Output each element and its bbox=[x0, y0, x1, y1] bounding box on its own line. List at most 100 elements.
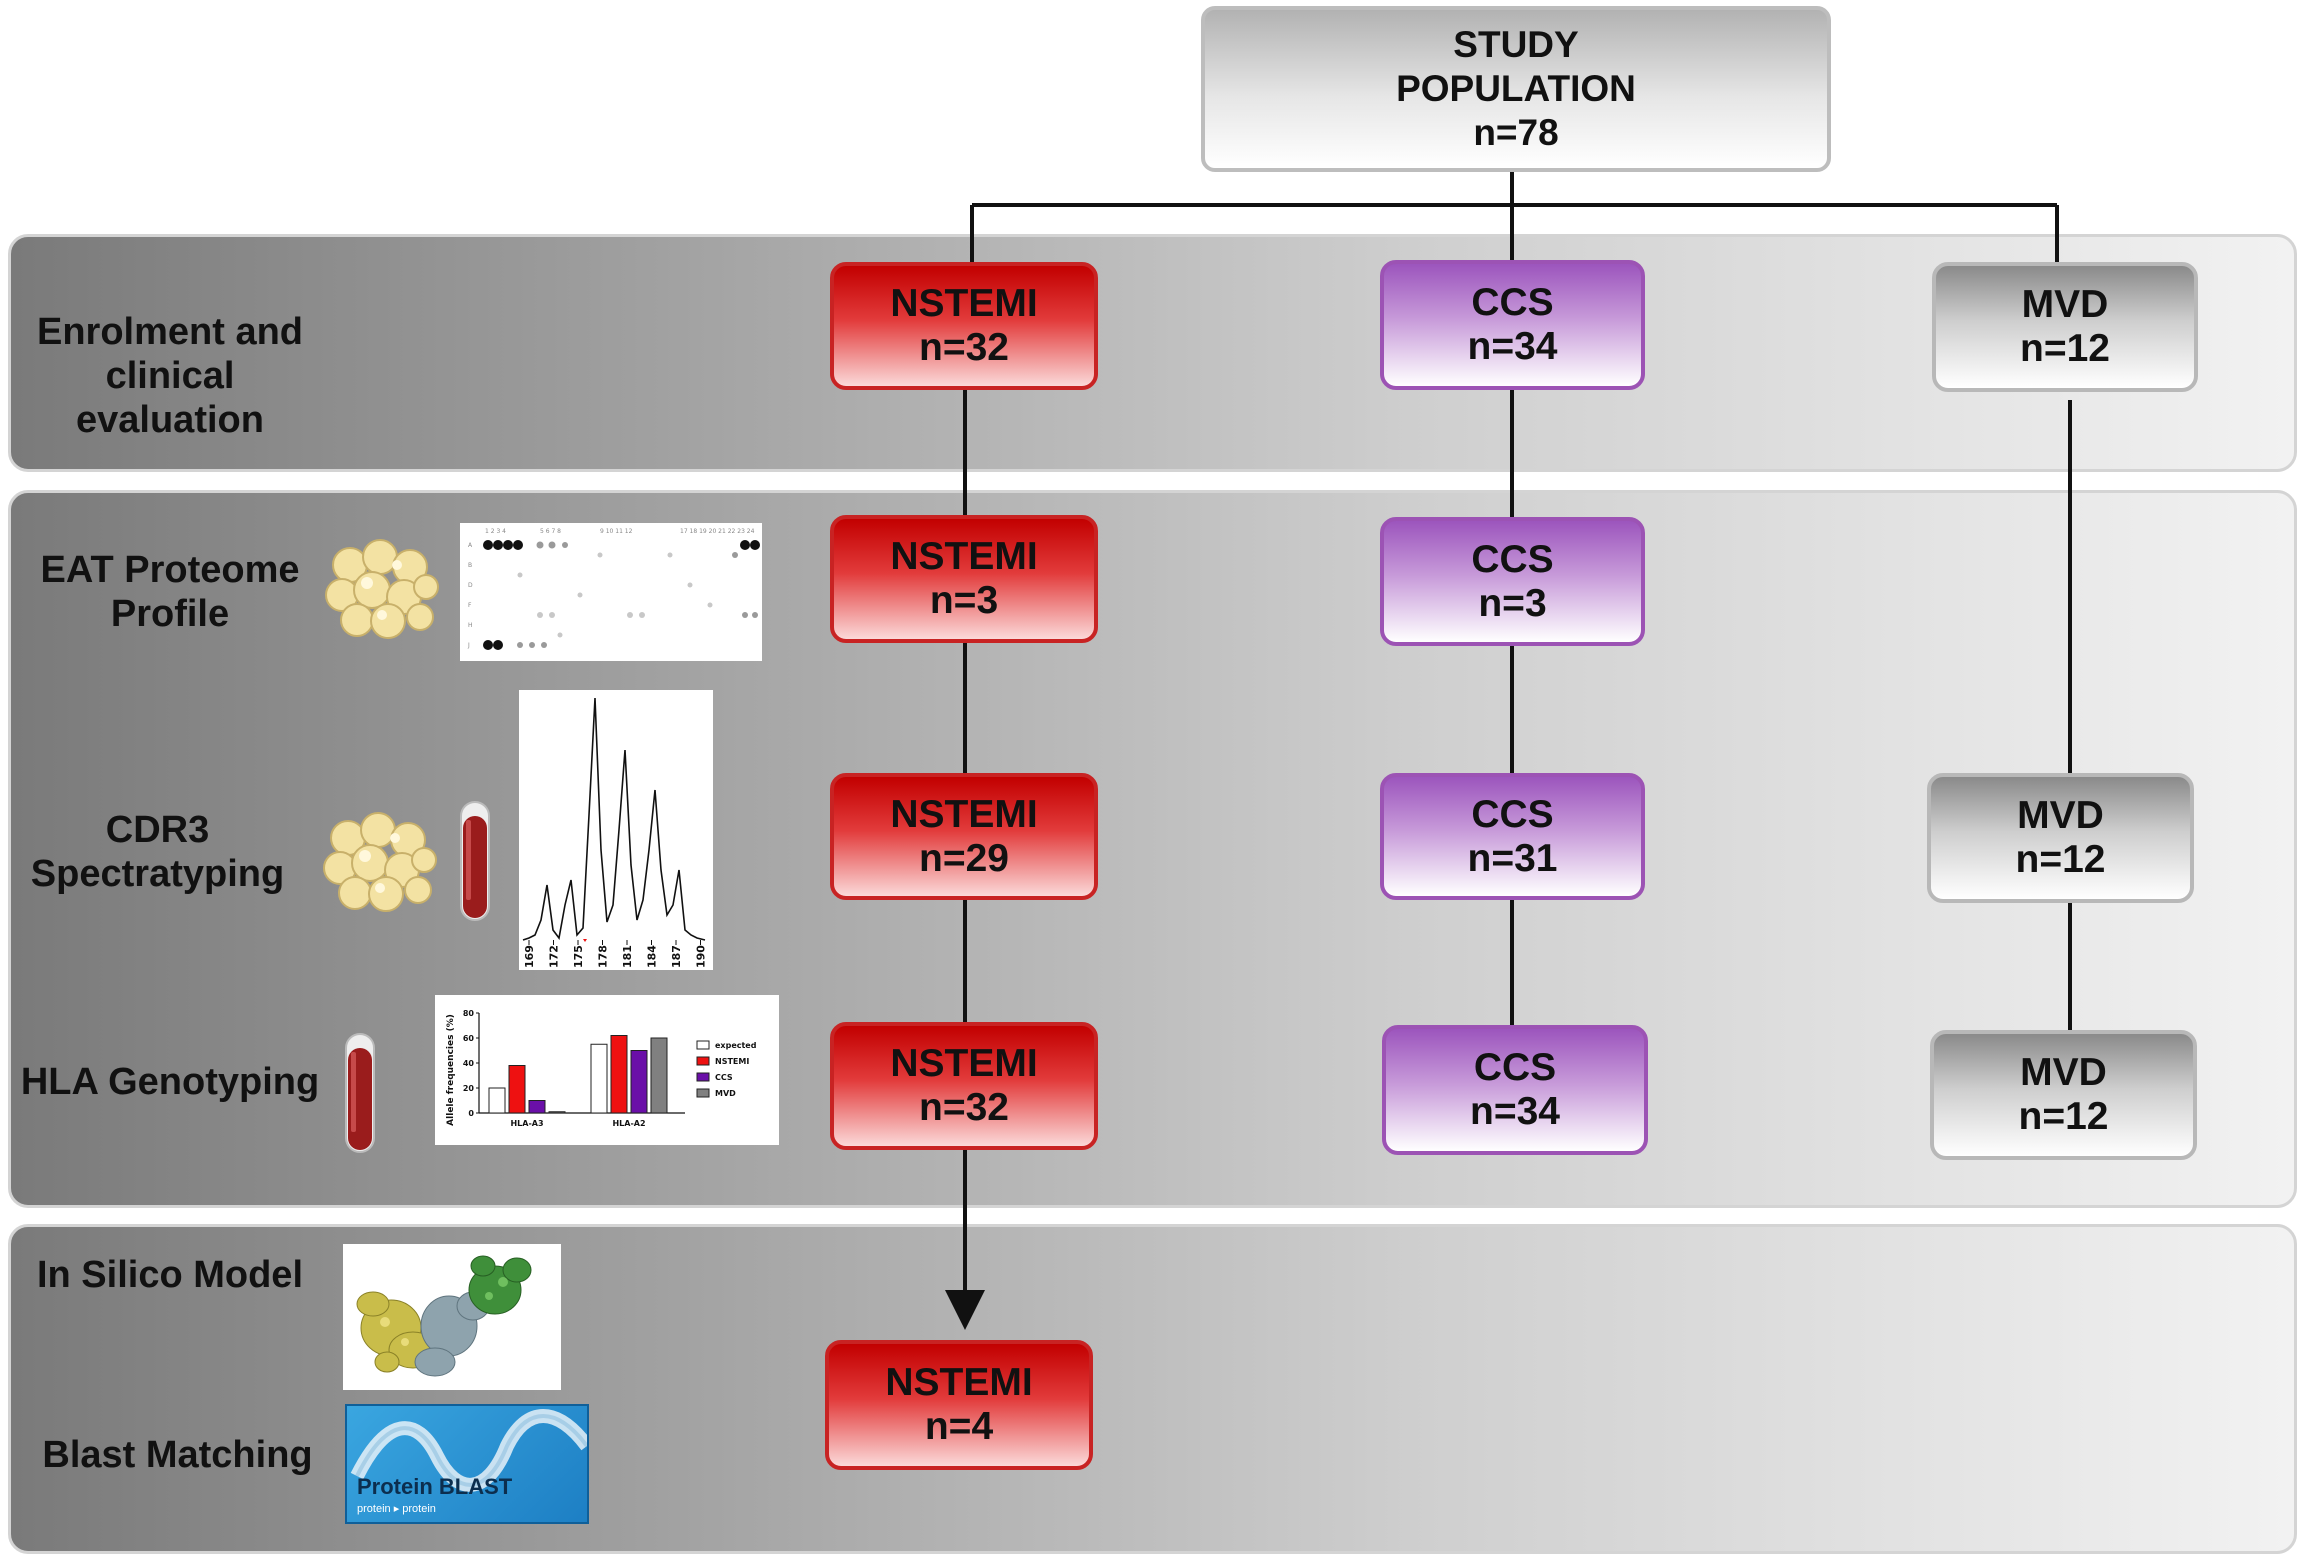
legend-label: NSTEMI bbox=[715, 1057, 749, 1066]
spectratype-tick-label: 184 bbox=[646, 945, 659, 968]
nstemi-count: n=32 bbox=[919, 1086, 1009, 1129]
study-line2: POPULATION bbox=[1396, 68, 1636, 109]
bar-ccs-hla-a3 bbox=[528, 1100, 546, 1114]
helix-icon bbox=[350, 1409, 587, 1492]
enrolment-band bbox=[8, 234, 2297, 472]
bar-nstemi-hla-a2 bbox=[610, 1035, 628, 1114]
row-label-enrolment: Enrolment and clinical evaluation bbox=[20, 310, 320, 442]
insilico-label: In Silico Model bbox=[36, 1254, 304, 1296]
spectratype-tick-label: 187 bbox=[670, 945, 683, 968]
spectratype-tick-label: 169 bbox=[523, 945, 536, 968]
legend-label: CCS bbox=[715, 1073, 733, 1082]
bar-mvd-hla-a2 bbox=[650, 1037, 668, 1114]
mvd-label: MVD bbox=[2021, 283, 2109, 326]
nstemi-label: NSTEMI bbox=[890, 1042, 1038, 1085]
ccs-count: n=34 bbox=[1470, 1090, 1560, 1133]
nstemi-proteome-box: NSTEMI n=3 bbox=[830, 515, 1098, 643]
blast-subtitle: protein ▸ protein bbox=[357, 1503, 436, 1515]
adipose-tissue-icon bbox=[325, 539, 439, 639]
mvd-cdr3-box: MVD n=12 bbox=[1927, 773, 2194, 903]
row-label-blast: Blast Matching bbox=[20, 1433, 335, 1477]
proteome-array-image: A B D F H J 1 2 3 4 5 6 7 8 9 10 11 12 17 18 19 … bbox=[460, 523, 762, 661]
nstemi-label: NSTEMI bbox=[885, 1361, 1033, 1404]
svg-text:H: H bbox=[468, 622, 473, 629]
nstemi-count: n=29 bbox=[919, 836, 1009, 880]
ccs-enrolment-box: CCS n=34 bbox=[1380, 260, 1645, 390]
spectratype-tick-label: 178 bbox=[597, 945, 610, 968]
legend-swatch bbox=[696, 1056, 710, 1066]
svg-text:9 10 11 12: 9 10 11 12 bbox=[600, 528, 633, 535]
y-tick-label: 40 bbox=[463, 1059, 475, 1068]
svg-text:5 6 7 8: 5 6 7 8 bbox=[540, 528, 561, 535]
svg-text:1 2 3 4: 1 2 3 4 bbox=[485, 528, 506, 535]
mvd-label: MVD bbox=[2017, 794, 2104, 837]
ccs-proteome-box: CCS n=3 bbox=[1380, 517, 1645, 646]
enrolment-line2: clinical bbox=[105, 355, 235, 397]
blood-tube-icon bbox=[460, 801, 490, 921]
legend-swatch bbox=[696, 1072, 710, 1082]
enrolment-line3: evaluation bbox=[76, 399, 264, 441]
legend-label: expected bbox=[715, 1041, 757, 1050]
y-tick-label: 80 bbox=[463, 1009, 475, 1018]
nstemi-enrolment-box: NSTEMI n=32 bbox=[830, 262, 1098, 390]
y-tick-label: 20 bbox=[463, 1084, 475, 1093]
protein-blast-panel: Protein BLAST protein ▸ protein bbox=[345, 1404, 589, 1524]
nstemi-cdr3-box: NSTEMI n=29 bbox=[830, 773, 1098, 900]
bar-mvd-hla-a3 bbox=[548, 1111, 566, 1114]
proteome-line1: EAT Proteome bbox=[40, 549, 300, 591]
nstemi-label: NSTEMI bbox=[890, 792, 1038, 836]
bar-expected-hla-a3 bbox=[488, 1087, 506, 1114]
row-label-proteome: EAT Proteome Profile bbox=[20, 548, 320, 636]
x-category-label: HLA-A3 bbox=[510, 1119, 543, 1128]
study-line1: STUDY bbox=[1453, 24, 1579, 65]
nstemi-label: NSTEMI bbox=[890, 535, 1038, 578]
mvd-count: n=12 bbox=[2015, 838, 2106, 881]
svg-text:17 18 19 20 21 22 23 24: 17 18 19 20 21 22 23 24 bbox=[680, 528, 755, 535]
mvd-count: n=12 bbox=[2018, 1095, 2109, 1138]
svg-text:A: A bbox=[468, 542, 473, 549]
nstemi-hla-box: NSTEMI n=32 bbox=[830, 1022, 1098, 1150]
row-label-cdr3: CDR3 Spectratyping bbox=[10, 808, 305, 896]
svg-text:D: D bbox=[468, 582, 473, 589]
adipose-tissue-icon bbox=[323, 812, 437, 912]
ccs-hla-box: CCS n=34 bbox=[1382, 1025, 1648, 1155]
ccs-count: n=3 bbox=[1478, 581, 1547, 625]
row-label-hla: HLA Genotyping bbox=[10, 1060, 330, 1104]
nstemi-count: n=32 bbox=[919, 326, 1009, 369]
nstemi-count: n=3 bbox=[929, 579, 999, 622]
mvd-label: MVD bbox=[2020, 1051, 2107, 1094]
cdr3-line1: CDR3 bbox=[105, 809, 210, 851]
blast-title: Protein BLAST bbox=[357, 1474, 513, 1499]
hla-chart-ylabel: Allele frequencies (%) bbox=[446, 1014, 456, 1126]
spectratype-tick-label: 175 bbox=[572, 945, 585, 968]
blast-label: Blast Matching bbox=[42, 1434, 313, 1476]
ccs-label: CCS bbox=[1473, 1046, 1557, 1089]
proteome-line2: Profile bbox=[110, 593, 230, 635]
spectratype-tick-label: 190 bbox=[695, 945, 708, 968]
protein-structure-image bbox=[343, 1244, 561, 1390]
study-population-box: STUDY POPULATION n=78 bbox=[1201, 6, 1831, 172]
bar-expected-hla-a2 bbox=[590, 1043, 608, 1114]
ccs-label: CCS bbox=[1471, 792, 1554, 836]
spectratype-tick-label: 172 bbox=[548, 945, 561, 968]
hla-label: HLA Genotyping bbox=[20, 1061, 320, 1103]
blood-tube-icon bbox=[345, 1033, 375, 1153]
svg-text:F: F bbox=[468, 602, 472, 609]
nstemi-label: NSTEMI bbox=[890, 282, 1038, 325]
mvd-enrolment-box: MVD n=12 bbox=[1932, 262, 2198, 392]
row-label-insilico: In Silico Model bbox=[20, 1253, 320, 1297]
enrolment-line1: Enrolment and bbox=[36, 311, 304, 353]
nstemi-count: n=4 bbox=[924, 1405, 994, 1448]
svg-text:J: J bbox=[467, 642, 470, 649]
legend-swatch bbox=[696, 1040, 710, 1050]
ccs-label: CCS bbox=[1471, 281, 1554, 324]
legend-swatch bbox=[696, 1088, 710, 1098]
svg-text:B: B bbox=[468, 562, 472, 569]
study-count: n=78 bbox=[1473, 112, 1559, 153]
